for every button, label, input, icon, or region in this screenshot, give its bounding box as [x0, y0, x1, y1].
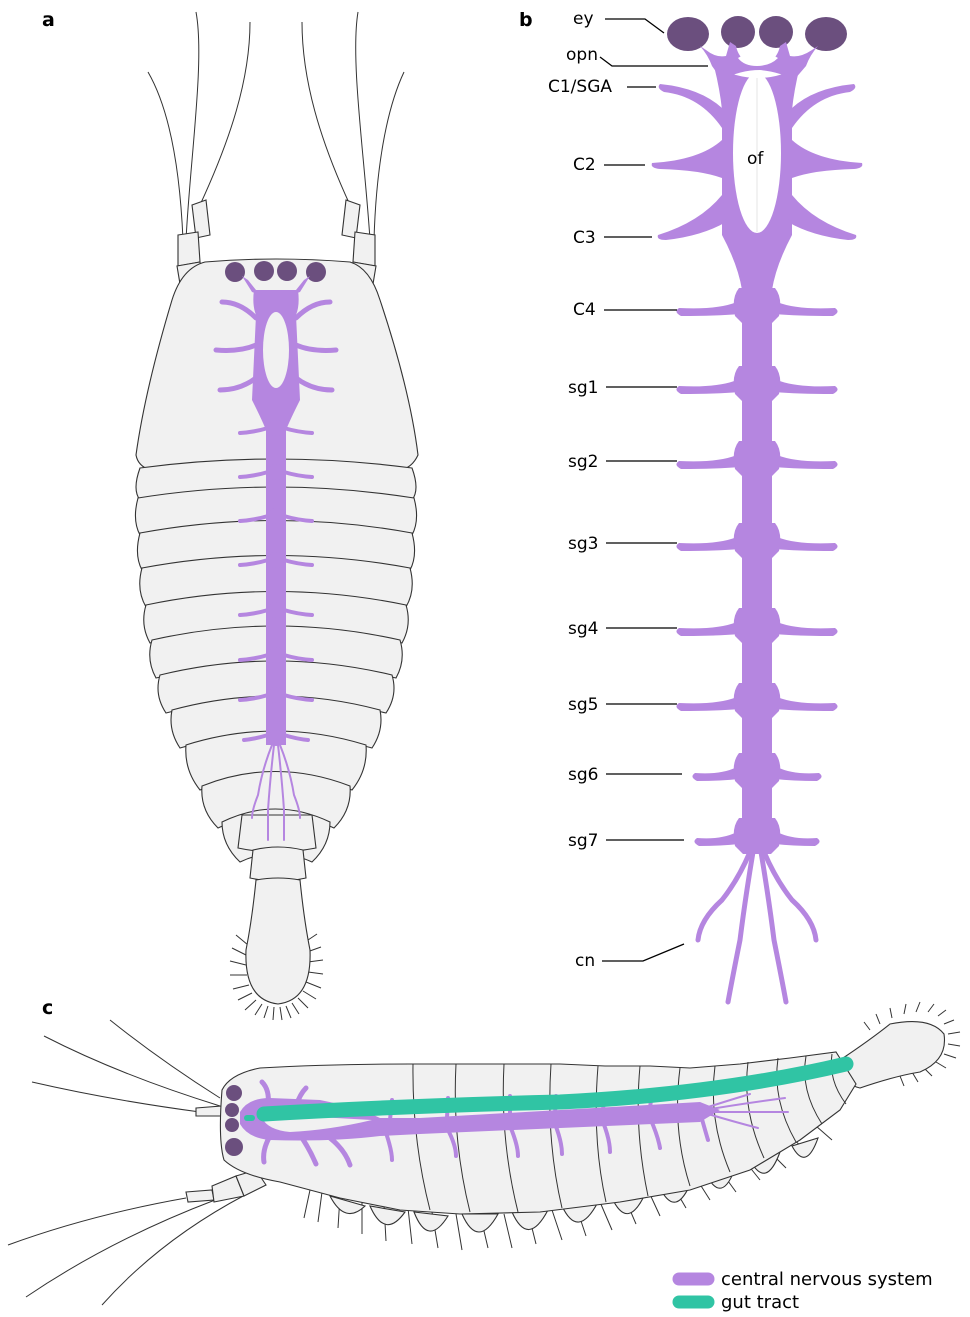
cns-panel-b: of — [651, 42, 863, 1005]
eye-icon — [225, 1138, 243, 1156]
segmental-ganglia-b — [676, 288, 838, 854]
label-sg5: sg5 — [568, 695, 598, 715]
antenna-setae-lower — [7, 1169, 267, 1306]
label-sg7: sg7 — [568, 831, 598, 851]
panel-letter-c: c — [42, 997, 53, 1019]
legend-label-gut: gut tract — [721, 1292, 799, 1313]
eye-icon — [805, 17, 847, 51]
cns-segmental-ganglia-a — [238, 420, 314, 746]
telson — [245, 877, 311, 1005]
label-c2: C2 — [573, 155, 596, 175]
label-cn: cn — [575, 951, 595, 971]
caudal-nerves-a — [251, 744, 301, 841]
gut-tract — [256, 1056, 854, 1122]
eye-icon — [225, 262, 245, 282]
eye-icon — [277, 261, 297, 281]
panel-b-labels: ey opn C1/SGA C2 C3 C4 sg1 sg2 sg3 sg4 s… — [548, 9, 708, 971]
label-sg6: sg6 — [568, 765, 598, 785]
caudal-nerves-b — [695, 849, 819, 1005]
label-opn: opn — [566, 45, 598, 65]
eye-icon — [759, 16, 793, 48]
cns-panel-a — [213, 261, 339, 841]
panel-letter-b: b — [519, 9, 533, 31]
eye-icon — [226, 1085, 242, 1101]
label-c3: C3 — [573, 228, 596, 248]
eye-icon — [306, 262, 326, 282]
panel-letter-a: a — [42, 9, 55, 31]
panel-a: a — [42, 9, 419, 1021]
label-sg3: sg3 — [568, 534, 598, 554]
lateral-segment-lines — [412, 1053, 847, 1213]
label-c4: C4 — [573, 300, 596, 320]
label-sg2: sg2 — [568, 452, 598, 472]
telson-setae-c — [863, 1001, 961, 1087]
optic-foramen-label: of — [747, 149, 764, 169]
cns-branches-a — [213, 299, 339, 393]
eye-icon — [667, 17, 709, 51]
antenna-setae-upper — [31, 1019, 223, 1117]
label-sg1: sg1 — [568, 378, 598, 398]
panel-b: b of — [519, 9, 863, 1005]
eye-icon — [225, 1118, 239, 1132]
antenna-setae-left — [147, 11, 251, 241]
label-ey: ey — [573, 9, 594, 29]
legend: central nervous system gut tract — [672, 1269, 933, 1313]
telson-c — [839, 1021, 946, 1089]
telson-setae — [229, 933, 324, 1021]
label-sg4: sg4 — [568, 619, 598, 639]
eye-icon — [225, 1103, 239, 1117]
panel-c: c — [7, 997, 961, 1306]
legend-label-cns: central nervous system — [721, 1269, 933, 1290]
eye-icon — [721, 16, 755, 48]
eye-icon — [254, 261, 274, 281]
label-c1sga: C1/SGA — [548, 77, 612, 97]
antenna-setae-right — [301, 11, 405, 241]
